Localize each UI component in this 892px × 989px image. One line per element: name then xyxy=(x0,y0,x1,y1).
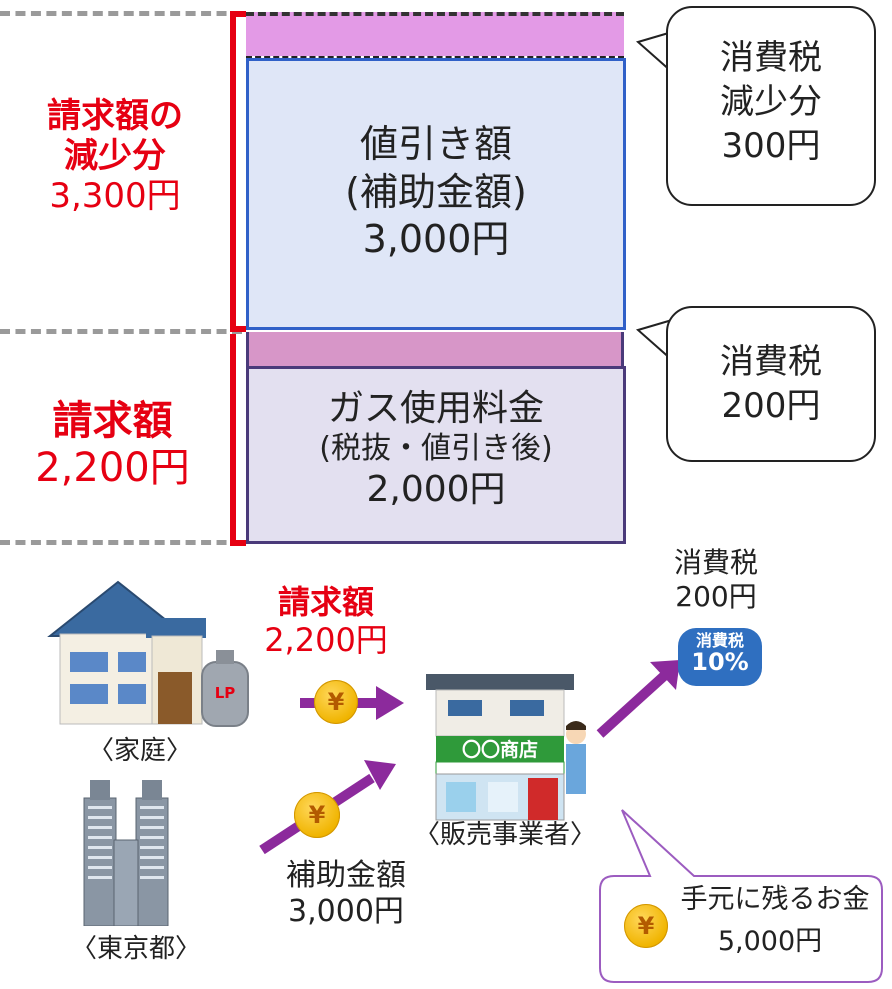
tax-reduction-line3: 300円 xyxy=(721,126,821,167)
flow-bill-amount: 2,200円 xyxy=(264,620,388,659)
flow-bill-line1: 請求額 xyxy=(277,583,374,621)
usage-fee-box: ガス使用料金 (税抜・値引き後) 2,000円 xyxy=(246,366,626,544)
tax-reduction-line2: 減少分 xyxy=(720,82,822,123)
flow-tax-line1: 消費税 xyxy=(673,546,758,579)
subsidy-label: 補助金額 3,000円 xyxy=(256,858,436,930)
tax-badge-line1: 消費税 xyxy=(695,631,744,650)
bill-reduction-label: 請求額の 減少分 3,300円 xyxy=(10,96,220,216)
household-label: 〈家庭〉 xyxy=(87,736,192,766)
bill-amount-label: 請求額 2,200円 xyxy=(0,398,225,492)
discount-box-line2: (補助金額) xyxy=(345,169,527,214)
remaining-bubble-outline xyxy=(599,809,883,983)
tax-band xyxy=(246,332,624,366)
middle-dashed-line xyxy=(0,329,242,334)
house-icon: LP xyxy=(47,580,249,727)
discount-box-line3: 3,000円 xyxy=(362,217,510,261)
tax-reduction-line1: 消費税 xyxy=(720,38,822,78)
red-bracket-bottom xyxy=(230,334,236,546)
discount-box-line1: 値引き額 xyxy=(359,122,512,166)
usage-fee-line1: ガス使用料金 xyxy=(327,388,544,429)
tax-bubble-line1: 消費税 xyxy=(720,342,822,382)
bottom-dashed-line xyxy=(0,540,242,545)
lp-tag: LP xyxy=(215,684,236,702)
tokyo-label: 〈東京都〉 xyxy=(70,934,201,964)
flow-tax-label: 消費税 200円 xyxy=(656,546,776,613)
arrow-seller-tax xyxy=(596,672,668,738)
yen-coin-household: ¥ xyxy=(314,680,358,724)
yen-coin-subsidy: ¥ xyxy=(294,792,340,838)
yen-coin-remaining: ¥ xyxy=(624,904,668,948)
bill-amount-line1: 請求額 xyxy=(52,398,173,444)
arrow-tokyo-seller-head xyxy=(364,760,396,790)
tax-bubble: 消費税 200円 xyxy=(666,306,876,462)
tax-reduction-band xyxy=(246,12,624,56)
usage-fee-line3: 2,000円 xyxy=(366,468,506,510)
shop-sign: 〇〇商店 xyxy=(462,738,538,761)
tax-reduction-bubble: 消費税 減少分 300円 xyxy=(666,6,876,206)
tax-badge-icon: 消費税 10% xyxy=(678,628,762,686)
arrow-seller-tax-head xyxy=(650,660,680,690)
band-dashed-edge xyxy=(246,56,624,59)
subsidy-label-line2: 3,000円 xyxy=(288,894,404,929)
tokyo-building-icon xyxy=(83,780,169,926)
remaining-bubble-line2: 5,000円 xyxy=(717,926,823,957)
shop-icon: 〇〇商店 xyxy=(426,674,586,821)
tax-badge-line2: 10% xyxy=(691,647,749,676)
bill-reduction-line2: 減少分 xyxy=(64,136,166,177)
bill-amount-value: 2,200円 xyxy=(35,445,190,492)
remaining-bubble-line1: 手元に残るお金 xyxy=(680,884,870,915)
arrow-household-seller-head xyxy=(376,686,404,720)
flow-bill-label: 請求額 2,200円 xyxy=(246,583,406,660)
red-tick-2 xyxy=(230,326,246,332)
usage-fee-line2: (税抜・値引き後) xyxy=(319,430,553,466)
top-dashed-line xyxy=(0,11,242,16)
red-tick-1 xyxy=(230,11,246,17)
subsidy-label-line1: 補助金額 xyxy=(286,858,406,893)
red-tick-3 xyxy=(230,540,246,546)
flow-tax-line2: 200円 xyxy=(675,579,757,613)
discount-box: 値引き額 (補助金額) 3,000円 xyxy=(246,58,626,330)
bill-reduction-amount: 3,300円 xyxy=(49,176,181,217)
tax-bubble-line2: 200円 xyxy=(721,386,821,427)
bill-reduction-line1: 請求額の xyxy=(47,96,183,136)
red-bracket-top xyxy=(230,11,236,329)
seller-label: 〈販売事業者〉 xyxy=(413,820,596,850)
